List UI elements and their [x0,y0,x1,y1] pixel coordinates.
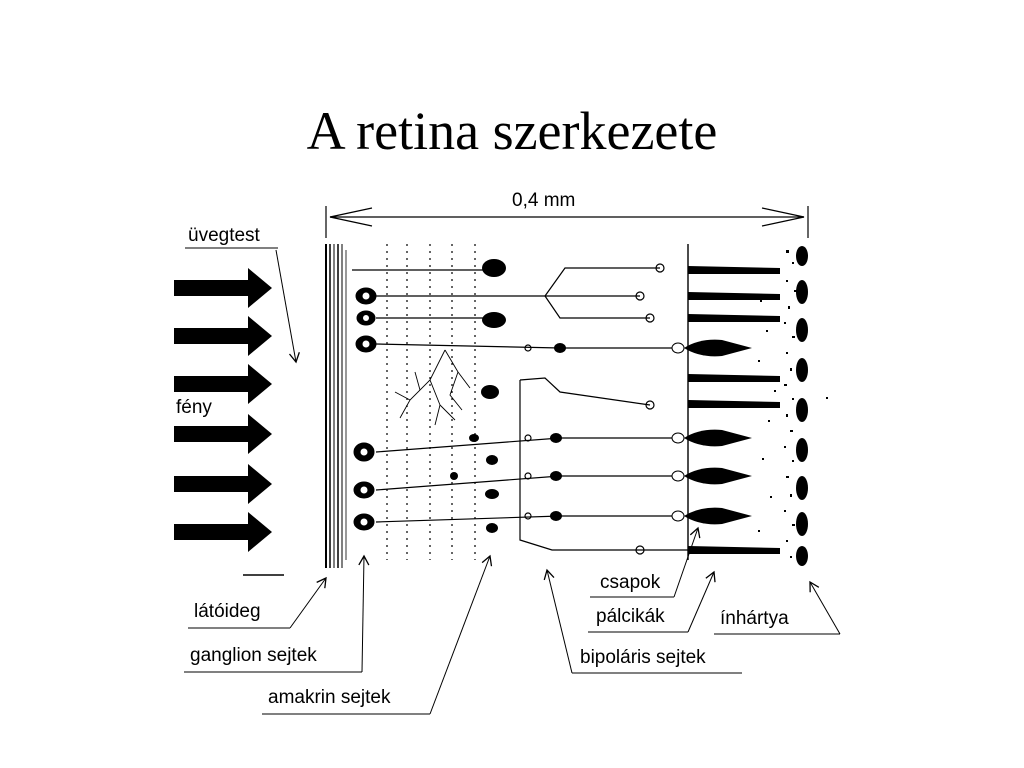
cone-nuclei [671,342,685,522]
light-arrows [174,268,272,552]
bipolar-cells [519,263,690,555]
rods [688,266,780,554]
scale-label: 0,4 mm [512,190,575,211]
cones [684,339,752,525]
nerve-fiber-layer [325,244,347,568]
amacrine-cells [450,259,506,533]
label-cones: csapok [600,572,661,593]
label-choroid: ínhártya [720,608,789,629]
bipolar-cell-bodies [550,343,566,521]
ganglion-cells [352,269,561,531]
label-bipolar: bipoláris sejtek [580,647,706,668]
amacrine-dendrites [394,349,471,426]
labels: üvegtest fény látóideg ganglion sejtek a… [176,225,841,715]
pigment-layer [758,250,797,558]
label-vitreous: üvegtest [188,225,261,246]
label-optic-nerve: látóideg [194,601,261,622]
label-light: fény [176,397,212,418]
plexiform-layers [386,244,476,560]
label-amacrine: amakrin sejtek [268,687,391,708]
label-rods: pálcikák [596,606,665,627]
choroid-cells [796,246,808,566]
label-ganglion: ganglion sejtek [190,645,317,666]
scale-bar: 0,4 mm [325,190,809,238]
slide-title: A retina szerkezete [306,101,718,161]
